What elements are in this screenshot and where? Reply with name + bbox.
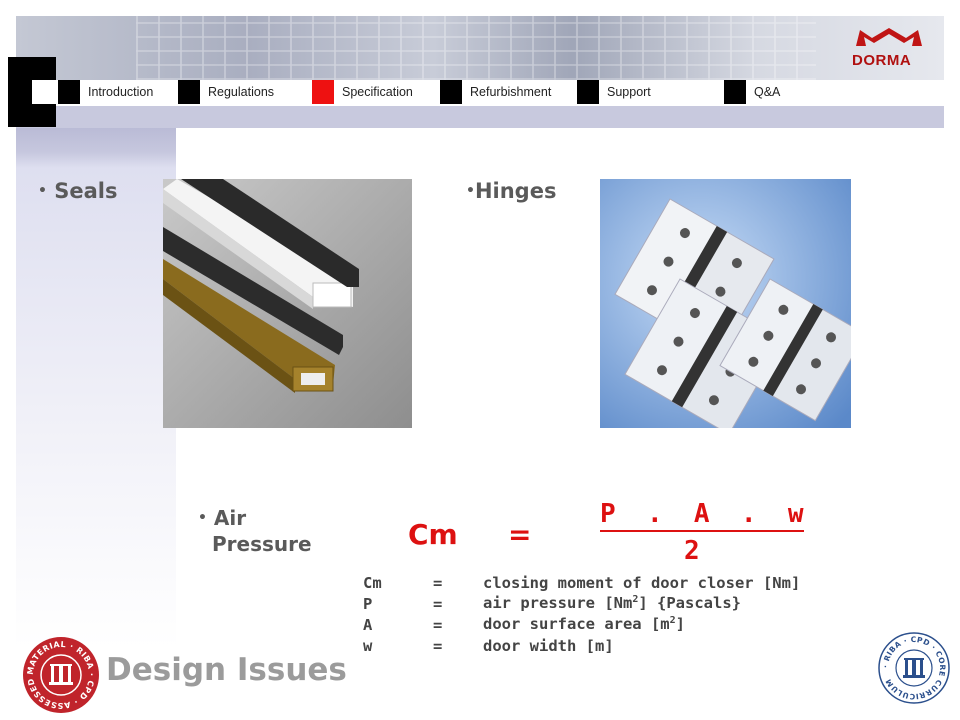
definition-equals: = (433, 636, 443, 655)
crown-icon (856, 28, 922, 46)
definition-equals: = (433, 573, 443, 592)
definition-row: w = door width [m] (363, 635, 800, 656)
riba-seal-left-icon: MATERIAL · RIBA · CPD · ASSESSED (23, 637, 99, 713)
definition-symbol: Cm (363, 573, 382, 592)
building-image (16, 16, 944, 80)
bullet-seals: • Seals (38, 179, 118, 203)
nav-square-icon (178, 80, 200, 104)
sidebar (16, 128, 176, 648)
riba-cpd-assessed-seal: MATERIAL · RIBA · CPD · ASSESSED (22, 636, 100, 714)
definition-row: P = air pressure [Nm2] {Pascals} (363, 593, 800, 614)
bullet-dot: • (466, 183, 475, 199)
header-bottom-band (16, 106, 944, 128)
nav-band (16, 80, 944, 106)
nav-item-support[interactable]: Support (577, 80, 651, 104)
nav-item-introduction[interactable]: Introduction (58, 80, 153, 104)
logo-wordmark: DORMA (852, 52, 912, 69)
riba-seal-right-icon: · RIBA · CPD · CORE CURRICULUM (878, 632, 950, 704)
definition-description: closing moment of door closer [Nm] (483, 573, 801, 592)
formula-denominator: 2 (684, 536, 700, 566)
formula-numerator: P . A . w (600, 498, 804, 532)
bullet-hinges: •Hinges (466, 179, 556, 203)
nav-square-icon (58, 80, 80, 104)
definition-row: Cm = closing moment of door closer [Nm] (363, 572, 800, 593)
nav-label: Support (607, 85, 651, 99)
definition-description: door width [m] (483, 636, 614, 655)
definition-symbol: P (363, 594, 373, 613)
definition-equals: = (433, 594, 443, 613)
pressure-label: Pressure (212, 532, 312, 556)
definition-description: door surface area [m2] (483, 615, 686, 634)
nav-item-regulations[interactable]: Regulations (178, 80, 274, 104)
seals-illustration (163, 179, 412, 428)
seals-photo (163, 179, 412, 428)
nav-square-icon (577, 80, 599, 104)
nav-item-qa[interactable]: Q&A (724, 80, 780, 104)
bullet-dot: • (198, 510, 207, 526)
nav-label: Refurbishment (470, 85, 552, 99)
bullet-dot: • (38, 183, 47, 199)
seals-label: Seals (54, 179, 118, 203)
corner-bracket-inner (32, 80, 56, 104)
page-title: Design Issues (106, 652, 347, 688)
formula-equals: = (508, 518, 532, 551)
hinges-illustration (600, 179, 851, 428)
formula-lhs: Cm (408, 518, 458, 551)
definitions-table: Cm = closing moment of door closer [Nm] … (363, 572, 800, 656)
dorma-logo: DORMA (850, 26, 930, 70)
hinges-label: Hinges (474, 179, 557, 203)
air-label: Air (213, 506, 247, 530)
nav-label: Specification (342, 85, 413, 99)
nav-label: Q&A (754, 85, 781, 99)
definition-symbol: A (363, 615, 373, 634)
bullet-air-pressure: • Air Pressure (198, 505, 312, 557)
nav-item-refurbishment[interactable]: Refurbishment (440, 80, 551, 104)
nav-item-specification[interactable]: Specification (312, 80, 413, 104)
riba-cpd-core-curriculum-seal: · RIBA · CPD · CORE CURRICULUM (878, 632, 950, 704)
definition-row: A = door surface area [m2] (363, 614, 800, 635)
header-banner (16, 16, 944, 128)
nav-square-icon (440, 80, 462, 104)
hinges-photo (600, 179, 851, 428)
definition-description: air pressure [Nm2] {Pascals} (483, 594, 741, 613)
nav-square-icon (724, 80, 746, 104)
definition-symbol: w (363, 636, 373, 655)
nav-square-active-icon (312, 80, 334, 104)
nav-label: Introduction (88, 85, 154, 99)
definition-equals: = (433, 615, 443, 634)
nav-label: Regulations (208, 85, 275, 99)
building-windows (136, 16, 816, 80)
